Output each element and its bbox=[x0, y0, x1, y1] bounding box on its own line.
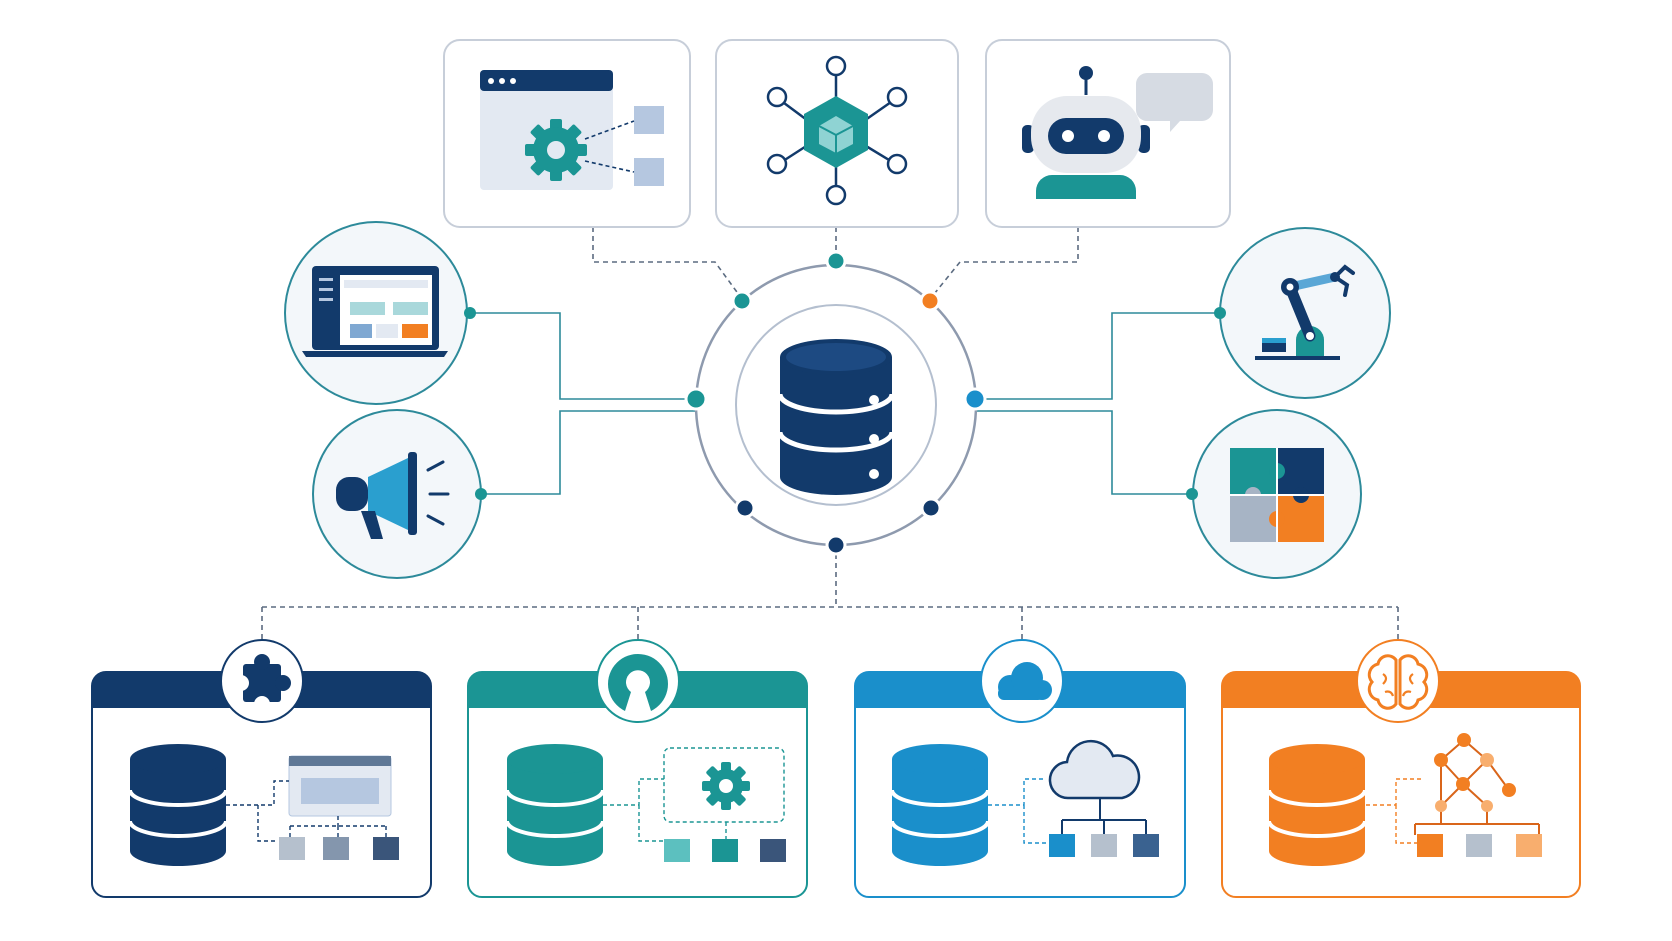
right-circle-robotics-node bbox=[1214, 307, 1226, 319]
top-card-workflow-automation bbox=[443, 39, 691, 228]
hub-node-bottom-left bbox=[734, 497, 756, 519]
right-circle-robotics bbox=[1214, 227, 1391, 399]
laptop-dashboard-icon bbox=[302, 266, 448, 357]
puzzle-piece-icon bbox=[233, 654, 291, 712]
hub-node-bottom bbox=[825, 534, 847, 556]
connector-top-left bbox=[592, 227, 743, 300]
bottom-panel-plugins bbox=[91, 639, 432, 898]
bottom-panel-open-source bbox=[467, 639, 808, 898]
hub-node-left bbox=[684, 387, 708, 411]
top-card-chatbot bbox=[985, 39, 1231, 228]
connector-left-lower bbox=[481, 410, 696, 495]
left-circle-dashboard-node bbox=[464, 307, 476, 319]
megaphone-icon bbox=[336, 452, 450, 539]
hub-node-top bbox=[825, 250, 847, 272]
hub-node-bottom-right bbox=[920, 497, 942, 519]
left-circle-marketing bbox=[312, 409, 487, 579]
right-circle-integration bbox=[1186, 409, 1362, 579]
connector-right-upper bbox=[975, 312, 1220, 400]
robot-chat-icon bbox=[1022, 66, 1213, 199]
hub-node-right bbox=[963, 387, 987, 411]
database-icon bbox=[777, 339, 895, 495]
left-circle-marketing-node bbox=[475, 488, 487, 500]
top-card-network-hub bbox=[715, 39, 959, 228]
left-circle-dashboard bbox=[284, 221, 476, 405]
open-source-icon bbox=[608, 653, 668, 711]
puzzle-icon bbox=[1230, 448, 1324, 542]
right-circle-integration-node bbox=[1186, 488, 1198, 500]
hexagon-network-icon bbox=[766, 55, 908, 206]
hub-node-top-left bbox=[731, 290, 753, 312]
connector-left-upper bbox=[470, 312, 696, 400]
brain-icon bbox=[1367, 654, 1429, 710]
badge-brain bbox=[1356, 639, 1440, 723]
panel-database-icon bbox=[505, 744, 605, 866]
cloud-icon bbox=[998, 662, 1052, 700]
bottom-panel-ai bbox=[1221, 639, 1581, 898]
panel-database-icon bbox=[1267, 744, 1367, 866]
neural-network-icon bbox=[1414, 733, 1540, 835]
bottom-panel-cloud bbox=[854, 639, 1186, 898]
panel-database-icon bbox=[128, 744, 228, 866]
central-hub bbox=[684, 250, 987, 556]
gear-icon bbox=[702, 762, 750, 810]
panel-database-icon bbox=[890, 744, 990, 866]
robot-arm-icon bbox=[1255, 264, 1355, 360]
cloud-network-icon bbox=[1048, 739, 1147, 834]
connectors bbox=[261, 227, 1399, 640]
connector-top-right bbox=[929, 227, 1079, 300]
browser-window-icon bbox=[288, 755, 392, 817]
browser-gear-icon bbox=[480, 70, 664, 190]
connector-right-lower bbox=[975, 410, 1192, 495]
hub-node-top-right bbox=[919, 290, 941, 312]
